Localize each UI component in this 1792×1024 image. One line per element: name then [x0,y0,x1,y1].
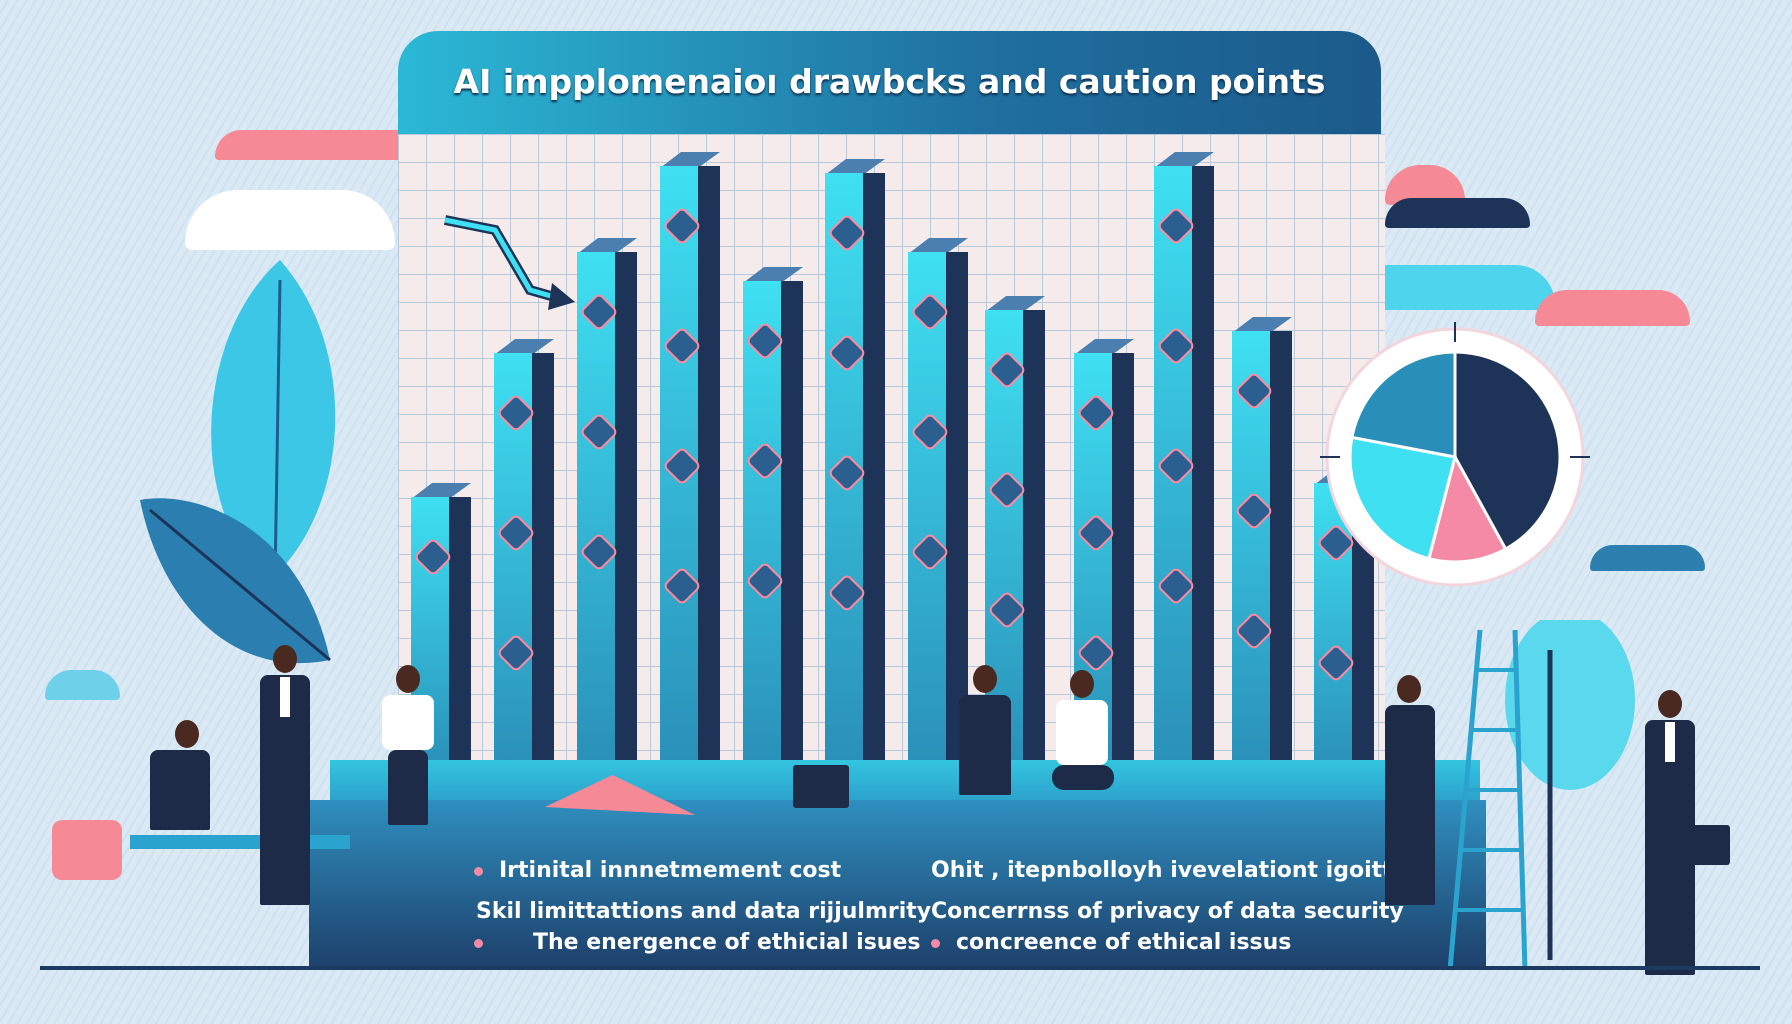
grid-chart-panel [398,134,1385,800]
pie-slice [1453,350,1562,552]
chart-bar [1154,152,1214,771]
chart-bar [743,267,803,771]
chart-bar [985,296,1045,771]
pie-chart [1320,322,1590,587]
bullet-dot [931,938,940,948]
chart-bar [1314,469,1374,771]
bullet-dot [474,866,483,876]
pie-slice [1350,350,1457,459]
bullet-item: Ohit , itepnbolloyh ivevelationt igoitt [931,858,1393,883]
chart-bar [660,152,720,771]
chart-bar [1232,317,1292,771]
bullet-item: Concerrnss of privacy of data security [931,899,1404,924]
page-title: AI impplomenaioı drawbcks and caution po… [453,62,1326,101]
bullet-item: Irtinital innnetmement cost [474,858,841,883]
pie-slice [1427,452,1508,564]
cloud [1385,198,1530,228]
cloud [1535,290,1690,326]
bullet-text: Irtinital innnetmement cost [499,858,842,883]
bullet-dot [474,938,483,948]
bullet-item: concreence of ethical issus [931,930,1291,955]
cloud [45,670,120,700]
bullet-text: Ohit , itepnbolloyh ivevelationt igoitt [931,858,1393,883]
title-banner [398,31,1381,135]
desk [130,835,350,849]
chart-bar [577,238,637,771]
leaf-plant-illustration [140,260,336,780]
briefcase-icon [1672,825,1730,865]
chart-bar [908,238,968,771]
ladder-and-tree [1447,620,1635,971]
bullet-item: Skil limittattions and data rijjulmrity [476,899,931,924]
down-trend-arrow-icon [444,215,575,310]
cloud [185,190,395,250]
bullet-text: concreence of ethical issus [956,930,1292,955]
bullet-text: Concerrnss of privacy of data security [931,899,1404,924]
bullet-item: The energence of ethicial isues [474,930,920,955]
pink-chair [52,820,122,880]
chart-bar [494,339,554,771]
chart-bar [825,159,885,771]
briefcase-icon [793,765,849,808]
info-platform [309,800,1486,970]
cloud [1590,545,1705,571]
ground-line [40,966,1760,970]
pie-slice [1348,435,1457,561]
bullet-text: Skil limittattions and data rijjulmrity [476,899,932,924]
bullet-text: The energence of ethicial isues [533,930,921,955]
